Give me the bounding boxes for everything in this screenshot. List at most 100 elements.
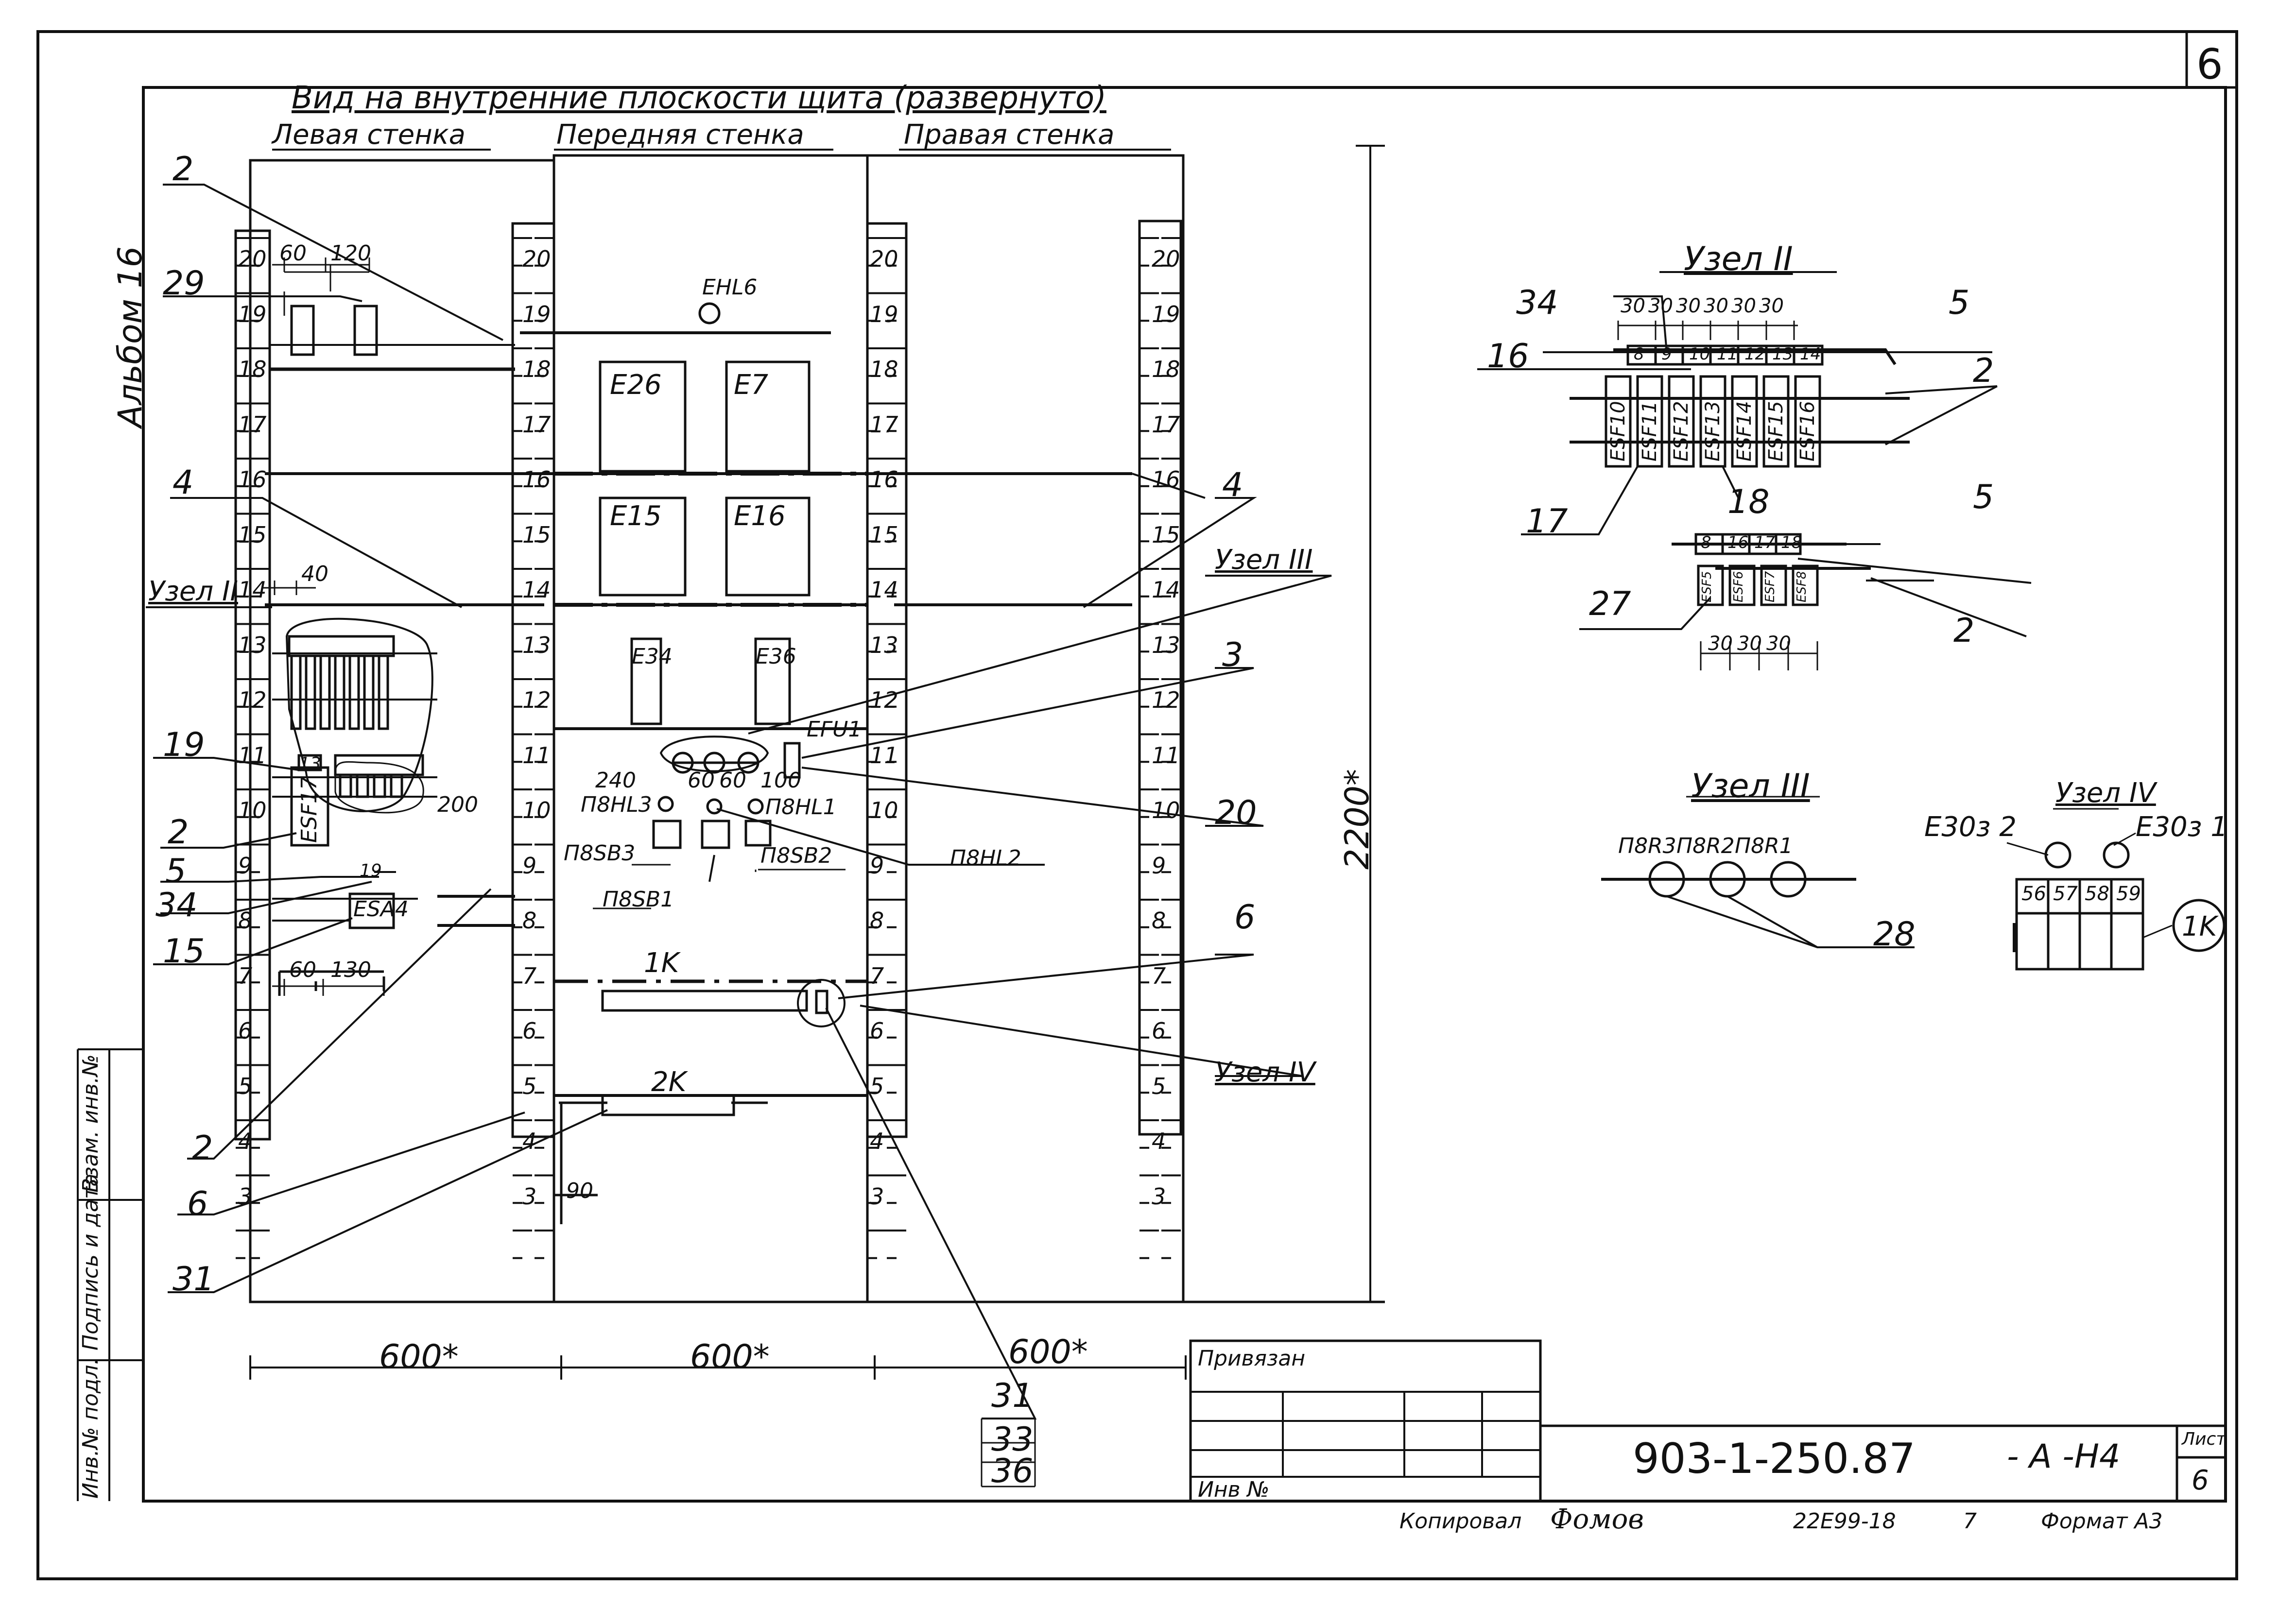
scale-b-num-17: 3 (522, 1183, 537, 1210)
scale-a-num-7: 13 (238, 632, 267, 658)
node4-cell-1: 57 (2053, 883, 2078, 905)
node4-cell-0: 56 (2021, 883, 2046, 905)
node2-dim-5: 30 (1759, 295, 1784, 317)
node2-callout-17: 17 (1526, 502, 1568, 541)
node2-dim-1: 30 (1648, 295, 1673, 317)
scale-d-num-4: 16 (1152, 466, 1180, 493)
node2-term-b-2: 17 (1754, 533, 1776, 552)
scale-a-num-1: 19 (238, 301, 267, 327)
scale-a-num-2: 18 (238, 356, 267, 382)
node2-term-1: 9 (1661, 344, 1672, 364)
scale-b-num-12: 8 (522, 907, 537, 934)
label-esa4: ESA4 (353, 897, 409, 922)
scale-b-num-5: 15 (522, 521, 551, 548)
dim-60-a: 60 (688, 768, 715, 793)
node2-callout-2b: 2 (1953, 612, 1975, 650)
scale-b-num-13: 7 (522, 962, 537, 989)
label-19: 19 (360, 861, 382, 881)
callout-uzel3: Узел III (1215, 544, 1313, 576)
node2-callout-34: 34 (1516, 284, 1558, 322)
label-e26: E26 (610, 369, 662, 401)
callout-15: 15 (163, 932, 205, 971)
label-esf17: ESF17 (297, 776, 322, 843)
callout-uzel4: Узел IV (1215, 1057, 1315, 1088)
scale-ticks (236, 237, 1181, 1259)
label-e36: E36 (756, 644, 796, 669)
scale-a-num-16: 4 (238, 1128, 253, 1154)
node2-callout-2: 2 (1973, 352, 1994, 390)
scale-a-num-6: 14 (238, 577, 267, 603)
node4-cell-2: 58 (2085, 883, 2109, 905)
scale-d-num-10: 10 (1152, 797, 1180, 823)
dim-100: 100 (760, 768, 801, 793)
node2-callout-5: 5 (1949, 284, 1970, 322)
scale-d-num-14: 6 (1152, 1018, 1166, 1044)
node3-title: Узел III (1691, 767, 1810, 805)
scale-b-num-4: 16 (522, 466, 551, 493)
scale-b-num-7: 13 (522, 632, 551, 658)
node2-small-breaker-0: ESF5 (1700, 571, 1714, 602)
scale-c-num-2: 18 (870, 356, 898, 382)
node2-dim-4: 30 (1731, 295, 1756, 317)
callout-4-right: 4 (1222, 466, 1243, 504)
scale-a-num-10: 10 (238, 797, 267, 823)
scale-b-num-14: 6 (522, 1018, 537, 1044)
scale-d-num-17: 3 (1152, 1183, 1166, 1210)
footer-n7: 7 (1963, 1509, 1977, 1534)
node2-term-2: 10 (1689, 344, 1710, 364)
label-2k: 2K (651, 1066, 687, 1098)
node2-breaker-3: ESF13 (1702, 401, 1724, 462)
dim-90: 90 (566, 1179, 593, 1203)
album-label: Альбом 16 (111, 246, 150, 427)
scale-b-num-0: 20 (522, 246, 551, 272)
node2-dim-b-0: 30 (1708, 633, 1733, 655)
scale-c-num-4: 16 (870, 466, 898, 493)
scale-d-num-12: 8 (1152, 907, 1166, 934)
node4-cell-3: 59 (2116, 883, 2141, 905)
node2-breaker-6: ESF16 (1796, 401, 1819, 462)
node2-term-3: 11 (1717, 344, 1738, 364)
scale-c-num-17: 3 (870, 1183, 884, 1210)
callout-34: 34 (155, 886, 198, 924)
scale-a-num-11: 9 (238, 852, 253, 879)
dim-width-right: 600* (1008, 1333, 1088, 1371)
label-e34: E34 (632, 644, 673, 669)
dim-width-front: 600* (690, 1338, 770, 1376)
scale-a-num-4: 16 (238, 466, 267, 493)
stamp-inv-podl: Инв.№ подл. (78, 1358, 103, 1499)
node2-small-breaker-2: ESF7 (1763, 571, 1778, 602)
node2-breaker-4: ESF14 (1733, 401, 1756, 462)
node2-dim-b-2: 30 (1766, 633, 1791, 655)
label-p8sb2: П8SB2 (760, 843, 832, 868)
dim-60-b: 60 (719, 768, 746, 793)
scale-a-num-5: 15 (238, 521, 267, 548)
dim-130: 130 (330, 957, 371, 982)
footer-kopiroval: Копировал (1399, 1509, 1522, 1534)
dim-120-top: 120 (330, 241, 371, 266)
label-1k: 1K (644, 947, 679, 979)
node2-callout-27: 27 (1589, 585, 1631, 623)
stack-31: 31 (991, 1377, 1034, 1415)
node2-breaker-0: ESF10 (1607, 401, 1629, 462)
callout-3: 3 (1222, 636, 1243, 674)
label-e7: E7 (734, 369, 769, 401)
title-block-code: 903-1-250.87 (1633, 1435, 1916, 1483)
scale-a-num-12: 8 (238, 907, 253, 934)
scale-d-num-13: 7 (1152, 962, 1166, 989)
scale-a-num-13: 7 (238, 962, 253, 989)
sheet-number-corner: 6 (2196, 40, 2223, 89)
dim-60-low: 60 (289, 957, 316, 982)
title-block-inv: Инв № (1198, 1477, 1270, 1502)
node2-small-breaker-1: ESF6 (1731, 571, 1746, 602)
callout-uzel2-left: Узел II (148, 576, 238, 607)
scale-c-num-16: 4 (870, 1128, 884, 1154)
dim-40: 40 (301, 562, 328, 586)
label-13: 13 (299, 754, 321, 774)
wall-label-front: Передняя стенка (556, 119, 804, 151)
scale-b-num-11: 9 (522, 852, 537, 879)
scale-d-num-16: 4 (1152, 1128, 1166, 1154)
stack-36: 36 (991, 1452, 1034, 1490)
node2-callout-5b: 5 (1973, 478, 1994, 516)
callout-2-mid: 2 (168, 813, 189, 852)
scale-c-num-14: 6 (870, 1018, 884, 1044)
